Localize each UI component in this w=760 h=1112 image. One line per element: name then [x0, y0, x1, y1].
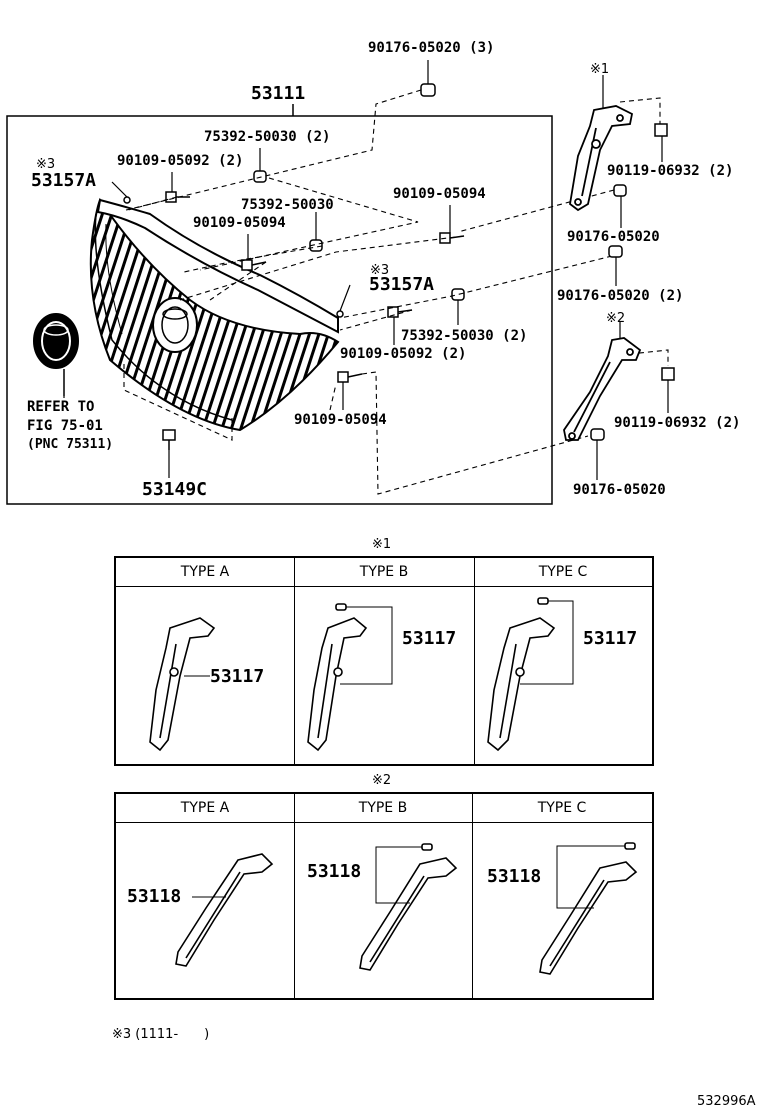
grille-emblem: [152, 297, 198, 353]
label-53111: 53111: [251, 83, 306, 104]
label-screw-mid-right: 90109-05094: [393, 186, 486, 202]
label-nut-top: 90176-05020 (3): [368, 40, 495, 56]
assembly-frame: [6, 115, 553, 505]
emblem-part: [33, 313, 79, 396]
table1-part-c: 53117: [583, 628, 638, 649]
table2-header-a: TYPE A: [180, 800, 230, 816]
label-bolt-upper: 90119-06932 (2): [607, 163, 734, 179]
label-nut-upper-a: 90176-05020: [567, 229, 660, 245]
footnote: ※3 (1111- ): [112, 1027, 210, 1042]
label-bolt-lower: 90119-06932 (2): [614, 415, 741, 431]
label-53157a-left: 53157A: [31, 170, 97, 191]
table2-note: ※2: [372, 773, 392, 788]
label-note1-bracket: ※1: [590, 62, 610, 77]
table1-header-a: TYPE A: [180, 564, 230, 580]
table2-brackets: [175, 842, 638, 975]
label-clip-mid: 75392-50030: [241, 197, 334, 213]
label-screw-bottom: 90109-05094: [294, 412, 387, 428]
table1-part-b: 53117: [402, 628, 457, 649]
upper-bracket: [569, 105, 634, 212]
radiator-grille: [89, 197, 340, 432]
label-refer-3: (PNC 75311): [27, 437, 114, 452]
label-screw-lower: 90109-05092 (2): [340, 346, 467, 362]
label-nut-lower: 90176-05020: [573, 482, 666, 498]
label-clip-upper: 75392-50030 (2): [204, 129, 331, 145]
label-screw-mid-left: 90109-05094: [193, 215, 286, 231]
label-53149c: 53149C: [142, 479, 208, 500]
label-note3-right: ※3: [370, 263, 390, 278]
type-table-2: TYPE A TYPE B TYPE C: [114, 792, 654, 1000]
table2-header: TYPE A TYPE B TYPE C: [116, 794, 652, 823]
lower-bracket: [563, 337, 642, 441]
label-nut-upper-b: 90176-05020 (2): [557, 288, 684, 304]
type-table-1: TYPE A TYPE B TYPE C: [114, 556, 654, 766]
label-53157a-right: 53157A: [369, 274, 435, 295]
table1-part-a: 53117: [210, 666, 265, 687]
table1-header-c: TYPE C: [538, 564, 588, 580]
table2-header-c: TYPE C: [537, 800, 587, 816]
phantom-lines: [123, 89, 669, 495]
table2-header-b: TYPE B: [358, 800, 408, 816]
diagram-id: 532996A: [697, 1094, 756, 1109]
label-note3-left: ※3: [36, 157, 56, 172]
label-clip-lower: 75392-50030 (2): [401, 328, 528, 344]
table1-header-b: TYPE B: [359, 564, 409, 580]
table2-part-b: 53118: [307, 861, 362, 882]
leader-lines: [63, 60, 669, 480]
label-refer-2: FIG 75-01: [27, 418, 103, 434]
label-refer-1: REFER TO: [27, 399, 95, 415]
table1-header: TYPE A TYPE B TYPE C: [116, 558, 652, 587]
table2-part-c: 53118: [487, 866, 542, 887]
label-note2-bracket: ※2: [606, 311, 626, 326]
table1-brackets: [149, 597, 556, 752]
label-screw-left-upper: 90109-05092 (2): [117, 153, 244, 169]
table2-part-a: 53118: [127, 886, 182, 907]
table1-note: ※1: [372, 537, 392, 552]
